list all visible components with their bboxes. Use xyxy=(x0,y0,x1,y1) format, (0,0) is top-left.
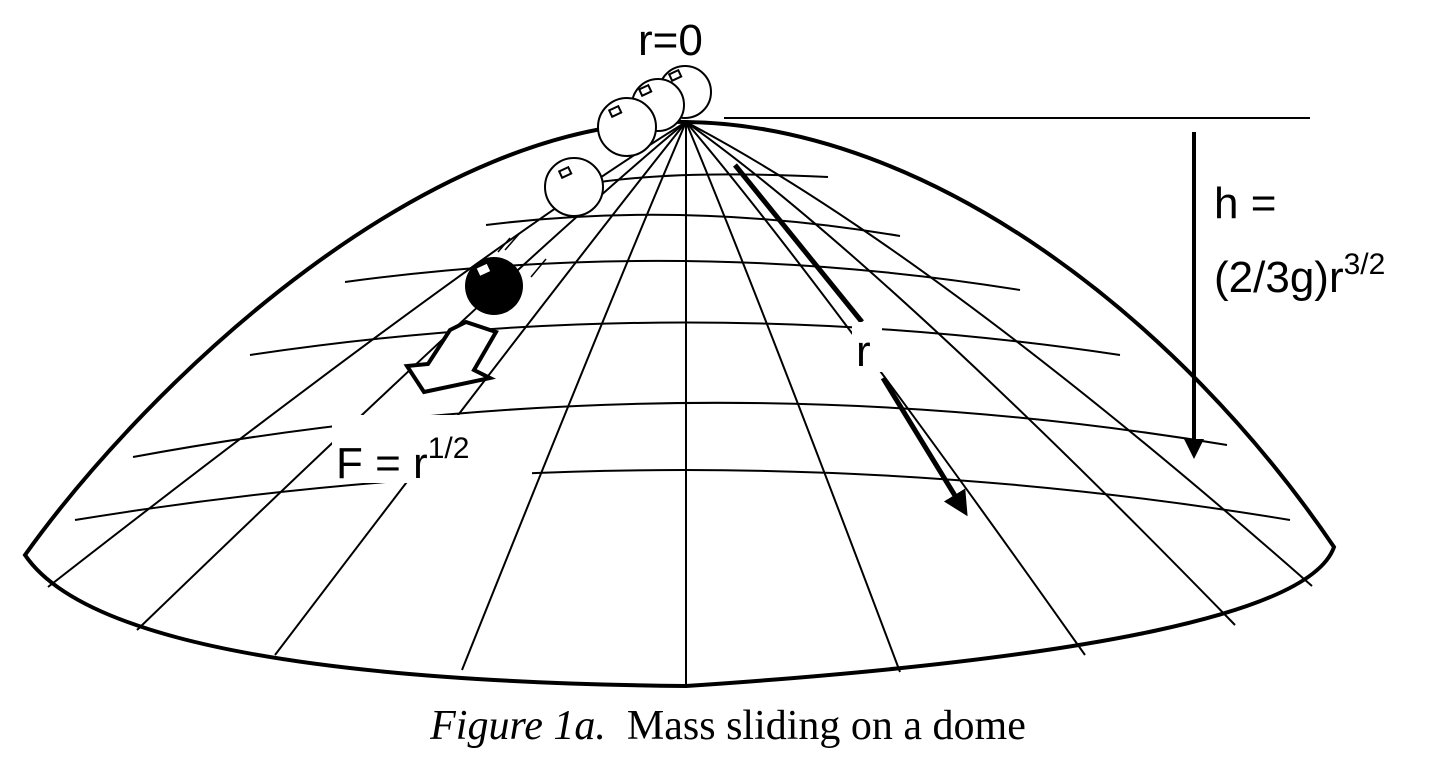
label-force: F = r1/2 xyxy=(336,432,469,488)
radius-arrow-upper xyxy=(733,163,864,324)
force-arrow xyxy=(403,319,499,395)
caption-text: Mass sliding on a dome xyxy=(626,703,1026,749)
label-r-zero: r=0 xyxy=(638,16,703,65)
caption-figure-number: Figure 1a. xyxy=(430,703,606,749)
label-radius: r xyxy=(856,327,871,376)
dome-grid xyxy=(47,121,1313,685)
label-force-base: F = r xyxy=(336,439,428,488)
motion-lines xyxy=(497,233,547,278)
label-height-base: (2/3g)r xyxy=(1214,253,1344,302)
radius-arrow-lower xyxy=(880,376,968,517)
ghost-ball xyxy=(597,97,657,157)
label-force-exponent: 1/2 xyxy=(428,432,470,465)
ghost-ball xyxy=(544,157,604,217)
mass-highlight xyxy=(476,263,491,276)
label-height-exponent: 3/2 xyxy=(1344,248,1386,281)
dome-outline xyxy=(22,119,1337,689)
radius-label-bg xyxy=(852,322,882,372)
ball-trail xyxy=(544,65,712,217)
force-label-bg xyxy=(332,415,532,483)
label-height-line1: h = xyxy=(1214,179,1276,228)
label-height-line2: (2/3g)r3/2 xyxy=(1214,248,1385,302)
sliding-mass xyxy=(465,257,523,315)
figure-caption: Figure 1a. Mass sliding on a dome xyxy=(0,702,1456,750)
